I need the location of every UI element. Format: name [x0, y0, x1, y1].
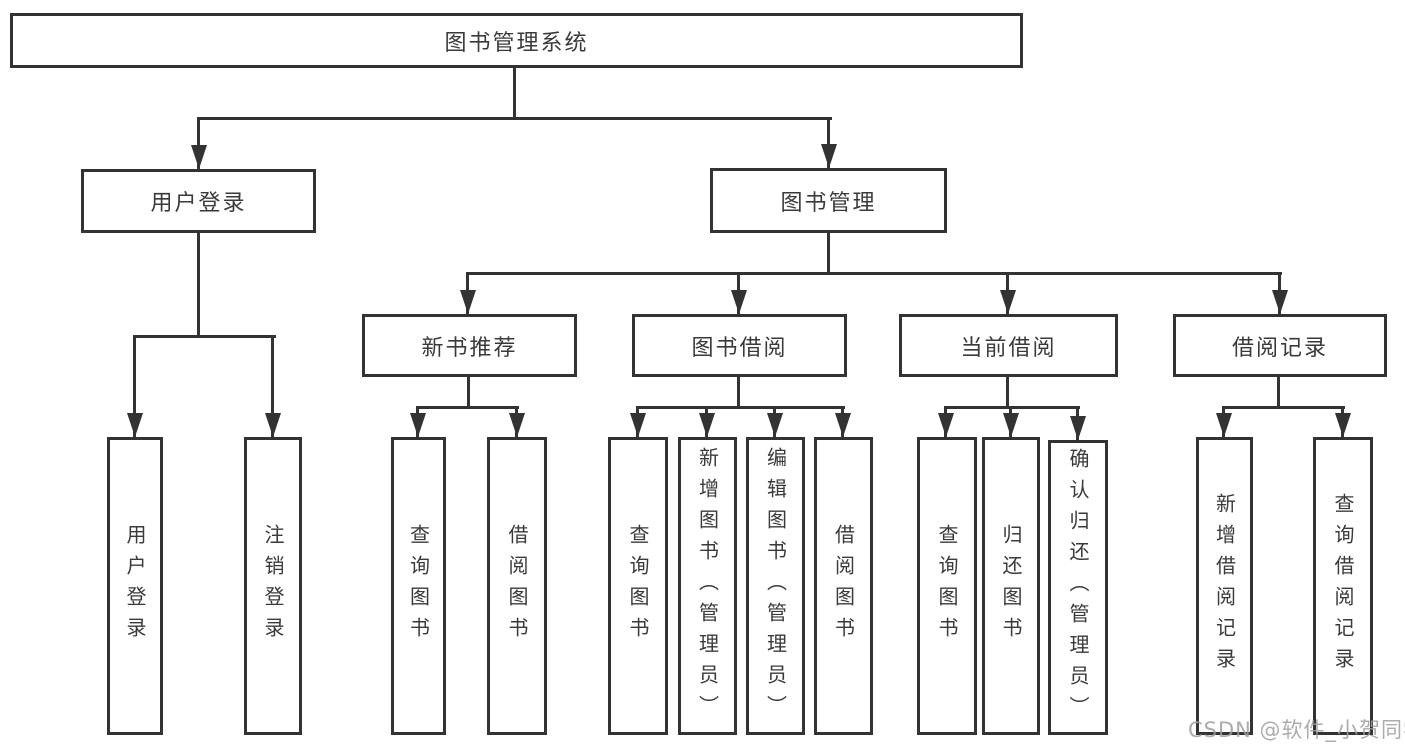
node-library-management-system: 图书管理系统: [10, 13, 1023, 68]
arrow-down-icon: [1272, 290, 1288, 314]
arrow-down-icon: [835, 413, 851, 437]
leaf-query-books-current: 查询图书: [917, 437, 977, 735]
arrow-down-icon: [1000, 290, 1016, 314]
arrow-down-icon: [460, 290, 476, 314]
connector-line: [271, 335, 274, 437]
connector-line: [133, 335, 276, 338]
csdn-watermark: CSDN @软件_小贺同学: [1188, 718, 1405, 742]
leaf-confirm-return-admin: 确认归还（管理员）: [1048, 440, 1108, 735]
node-new-book-recommend: 新书推荐: [362, 314, 577, 377]
leaf-user-login: 用户登录: [107, 437, 163, 735]
node-book-borrowing: 图书借阅: [632, 314, 847, 377]
arrow-down-icon: [127, 413, 143, 437]
arrow-down-icon: [1003, 413, 1019, 437]
arrow-down-icon: [509, 413, 525, 437]
connector-line: [827, 231, 830, 272]
arrow-down-icon: [821, 144, 837, 168]
arrow-down-icon: [699, 413, 715, 437]
connector-line: [1277, 375, 1280, 406]
arrow-down-icon: [1216, 413, 1232, 437]
leaf-add-borrow-record: 新增借阅记录: [1196, 437, 1253, 735]
node-borrowing-records: 借阅记录: [1173, 314, 1387, 377]
arrow-down-icon: [630, 413, 646, 437]
node-book-management: 图书管理: [710, 168, 947, 233]
connector-line: [197, 117, 832, 120]
connector-line: [197, 117, 200, 169]
connector-line: [827, 117, 830, 168]
node-current-borrowing: 当前借阅: [899, 314, 1118, 377]
leaf-logout: 注销登录: [244, 437, 302, 735]
arrow-down-icon: [265, 413, 281, 437]
arrow-down-icon: [731, 290, 747, 314]
connector-line: [197, 231, 200, 335]
connector-line: [1222, 406, 1345, 409]
arrow-down-icon: [767, 413, 783, 437]
arrow-down-icon: [938, 413, 954, 437]
leaf-query-books-borrowing: 查询图书: [608, 437, 668, 735]
leaf-return-books: 归还图书: [982, 437, 1040, 735]
connector-line: [513, 66, 516, 117]
connector-line: [467, 375, 470, 406]
connector-line: [1006, 375, 1009, 406]
leaf-borrow-books-recommend: 借阅图书: [487, 437, 547, 735]
arrow-down-icon: [1070, 416, 1086, 440]
arrow-down-icon: [191, 145, 207, 169]
leaf-add-books-admin: 新增图书（管理员）: [678, 437, 737, 735]
connector-line: [737, 375, 740, 406]
leaf-query-borrow-record: 查询借阅记录: [1313, 437, 1373, 735]
connector-line: [944, 406, 1080, 409]
arrow-down-icon: [1335, 413, 1351, 437]
connector-line: [133, 335, 136, 437]
node-user-login: 用户登录: [81, 169, 316, 233]
arrow-down-icon: [410, 413, 426, 437]
leaf-query-books-recommend: 查询图书: [391, 437, 446, 735]
connector-line: [416, 406, 519, 409]
connector-line: [636, 406, 845, 409]
leaf-edit-books-admin: 编辑图书（管理员）: [746, 437, 805, 735]
connector-line: [466, 272, 1282, 275]
leaf-borrow-books-borrowing: 借阅图书: [814, 437, 873, 735]
